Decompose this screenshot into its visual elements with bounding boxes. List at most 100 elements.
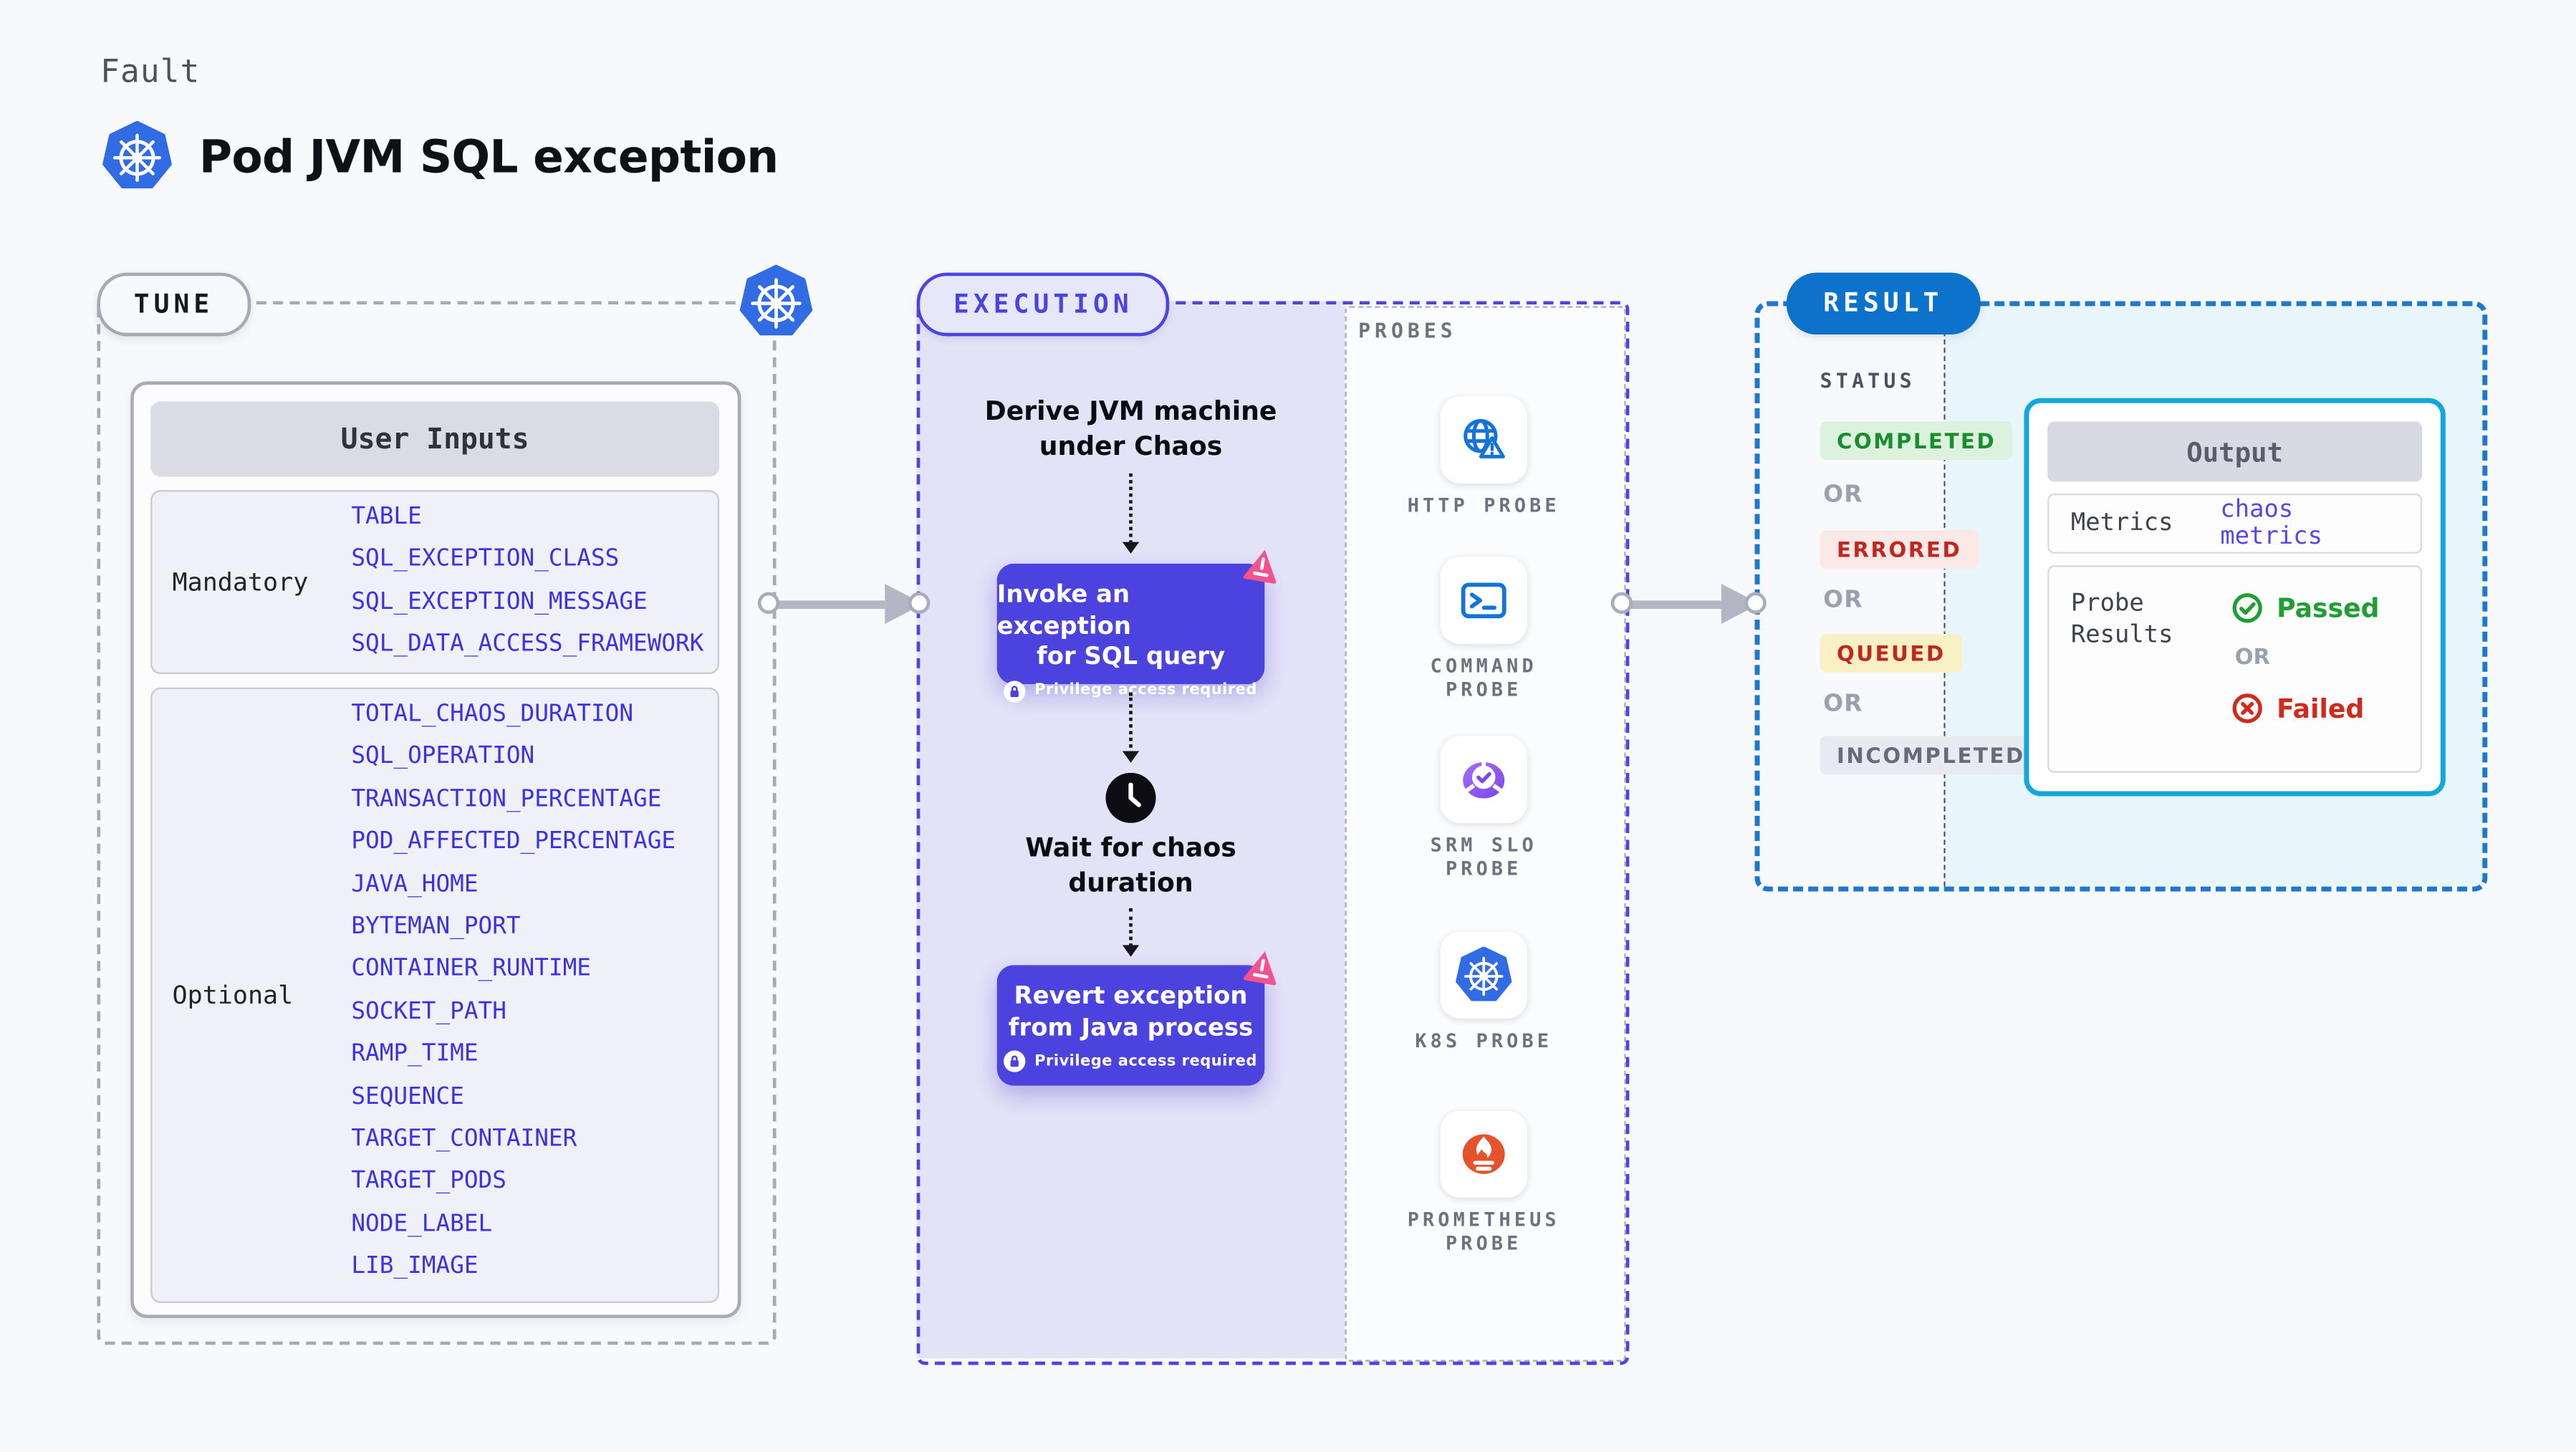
optional-label: Optional (172, 980, 294, 1011)
page-title: Pod JVM SQL exception (198, 132, 779, 184)
clock-icon (1105, 772, 1156, 823)
probe-label-line: PROMETHEUS (1407, 1207, 1560, 1231)
k8s-probe-icon (1440, 931, 1527, 1019)
env-var-item: NODE_LABEL (351, 1211, 493, 1238)
optional-inputs-row: Optional TOTAL_CHAOS_DURATION SQL_OPERATI… (150, 687, 720, 1304)
chaos-icon (1243, 951, 1277, 986)
execution-section-badge: EXECUTION (916, 272, 1171, 337)
status-badge-queued: QUEUED (1820, 634, 1963, 673)
passed-icon (2232, 593, 2262, 623)
failed-label: Failed (2277, 693, 2365, 723)
or-separator: OR (1823, 587, 1863, 614)
or-separator: OR (1823, 691, 1863, 718)
node-title: from Java process (1008, 1014, 1254, 1042)
env-var-item: TABLE (351, 503, 422, 531)
passed-result: Passed (2231, 592, 2380, 624)
or-separator: OR (2234, 645, 2270, 671)
probe-results-label-line: Results (2070, 622, 2173, 650)
env-var-item: BYTEMAN_PORT (351, 913, 521, 941)
down-arrow-icon (1122, 908, 1139, 957)
env-var-item: RAMP_TIME (351, 1041, 479, 1068)
metrics-row: Metrics chaos metrics (2047, 493, 2423, 554)
probe-item-http: HTTP PROBE (1345, 396, 1623, 517)
env-var-item: POD_AFFECTED_PERCENTAGE (351, 828, 676, 855)
env-var-item: TRANSACTION_PERCENTAGE (351, 786, 662, 813)
privilege-note: Privilege access required (1034, 682, 1257, 700)
kubernetes-icon (102, 120, 172, 192)
probe-label-line: K8S PROBE (1415, 1029, 1553, 1052)
flow-arrow-icon (1610, 583, 1767, 624)
privilege-note: Privilege access required (1034, 1052, 1257, 1070)
env-var-item: TOTAL_CHAOS_DURATION (351, 701, 634, 728)
probe-results-label-line: Probe (2070, 590, 2144, 617)
step-line: under Chaos (1039, 431, 1223, 461)
invoke-exception-node: Invoke an exception for SQL query Privil… (996, 549, 1277, 702)
env-var-item: SQL_EXCEPTION_MESSAGE (351, 588, 648, 615)
step-line: duration (1068, 867, 1193, 898)
result-section-badge: RESULT (1786, 272, 1980, 335)
srm-slo-probe-icon (1440, 736, 1527, 823)
lock-icon (1004, 680, 1027, 702)
step-line: Wait for chaos (1025, 832, 1236, 863)
step-wait-duration: Wait for chaos duration (980, 832, 1281, 900)
probe-label-line: PROBE (1445, 855, 1522, 880)
command-probe-icon (1440, 557, 1527, 645)
passed-label: Passed (2277, 592, 2380, 623)
node-title: Invoke an exception (996, 582, 1131, 640)
env-var-item: SOCKET_PATH (351, 998, 506, 1026)
metrics-label: Metrics (2070, 510, 2173, 537)
status-badge-incompleted: INCOMPLETED (1820, 736, 2042, 775)
tune-section-badge: TUNE (97, 272, 251, 337)
or-separator: OR (1823, 481, 1863, 509)
output-title: Output (2047, 421, 2423, 482)
node-title: for SQL query (1036, 644, 1226, 671)
execution-section-outline (916, 301, 1630, 1365)
step-derive-jvm: Derive JVM machine under Chaos (980, 395, 1281, 463)
status-badge-errored: ERRORED (1820, 530, 1979, 569)
env-var-item: CONTAINER_RUNTIME (351, 956, 591, 983)
env-var-item: JAVA_HOME (351, 870, 479, 898)
probe-label-line: PROBE (1445, 676, 1522, 701)
probe-label-line: SRM SLO (1430, 832, 1537, 857)
env-var-item: SEQUENCE (351, 1083, 464, 1110)
revert-exception-node: Revert exception from Java process Privi… (996, 951, 1277, 1086)
env-var-item: SQL_OPERATION (351, 743, 535, 771)
env-var-item: TARGET_CONTAINER (351, 1125, 577, 1153)
metrics-value: chaos metrics (2220, 496, 2323, 551)
step-line: Derive JVM machine (984, 396, 1277, 427)
env-var-item: LIB_IMAGE (351, 1253, 479, 1281)
probe-item-k8s: K8S PROBE (1345, 931, 1623, 1053)
probes-title: PROBES (1358, 319, 1457, 343)
mandatory-items-list: TABLE SQL_EXCEPTION_CLASS SQL_EXCEPTION_ME… (351, 497, 703, 667)
mandatory-inputs-row: Mandatory TABLE SQL_EXCEPTION_CLASS SQL_EX… (150, 490, 720, 675)
probe-label-line: PROBE (1445, 1230, 1522, 1254)
http-probe-icon (1440, 396, 1527, 484)
flow-arrow-icon (757, 583, 931, 624)
tune-section-outline (97, 301, 777, 1345)
lock-icon (1004, 1050, 1027, 1072)
kubernetes-icon (739, 264, 813, 340)
mandatory-label: Mandatory (172, 567, 309, 597)
failed-result: Failed (2231, 693, 2380, 724)
env-var-item: SQL_DATA_ACCESS_FRAMEWORK (351, 630, 704, 658)
optional-items-list: TOTAL_CHAOS_DURATION SQL_OPERATION TRANSAC… (351, 694, 676, 1289)
env-var-item: SQL_EXCEPTION_CLASS (351, 546, 620, 573)
chaos-icon (1243, 549, 1277, 584)
node-title: Revert exception (1014, 984, 1248, 1011)
probe-label: HTTP PROBE (1407, 493, 1560, 518)
probe-label-line: COMMAND (1430, 654, 1537, 678)
probe-label-line: HTTP PROBE (1407, 493, 1560, 517)
down-arrow-icon (1122, 692, 1139, 763)
probe-label: K8S PROBE (1415, 1029, 1553, 1053)
